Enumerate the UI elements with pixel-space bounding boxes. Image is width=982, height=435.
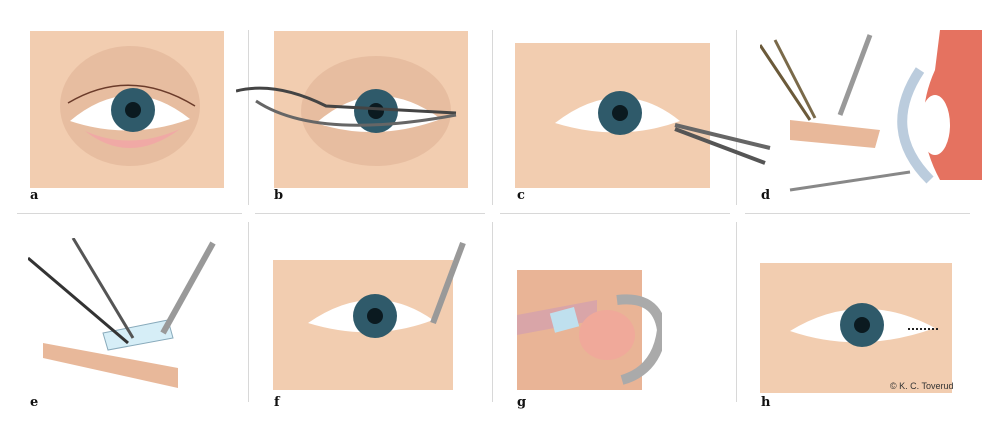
panel-label-g: g xyxy=(517,395,527,410)
panel-label-a: a xyxy=(30,188,39,203)
panel-g-illustration xyxy=(517,270,662,390)
divider-col xyxy=(492,30,493,205)
panel-h-illustration xyxy=(760,263,952,393)
divider-col xyxy=(736,222,737,402)
panel-a-illustration xyxy=(30,31,224,188)
panel-b-illustration xyxy=(236,31,468,188)
divider-row xyxy=(17,213,242,214)
divider-row xyxy=(255,213,485,214)
divider-row xyxy=(745,213,970,214)
panel-label-c: c xyxy=(517,188,525,203)
divider-row xyxy=(500,213,730,214)
divider-col xyxy=(492,222,493,402)
copyright-text: © K. C. Toverud xyxy=(890,381,954,391)
panel-f-illustration xyxy=(273,241,466,390)
divider-col xyxy=(248,30,249,205)
panel-d-illustration xyxy=(760,30,982,192)
panel-label-h: h xyxy=(761,395,771,410)
divider-col xyxy=(248,222,249,402)
panel-c-illustration xyxy=(515,43,771,188)
panel-label-b: b xyxy=(274,188,284,203)
panel-label-d: d xyxy=(761,188,771,203)
panel-e-illustration xyxy=(28,238,216,388)
panel-label-f: f xyxy=(274,395,280,410)
divider-col xyxy=(736,30,737,205)
panel-label-e: e xyxy=(30,395,39,410)
